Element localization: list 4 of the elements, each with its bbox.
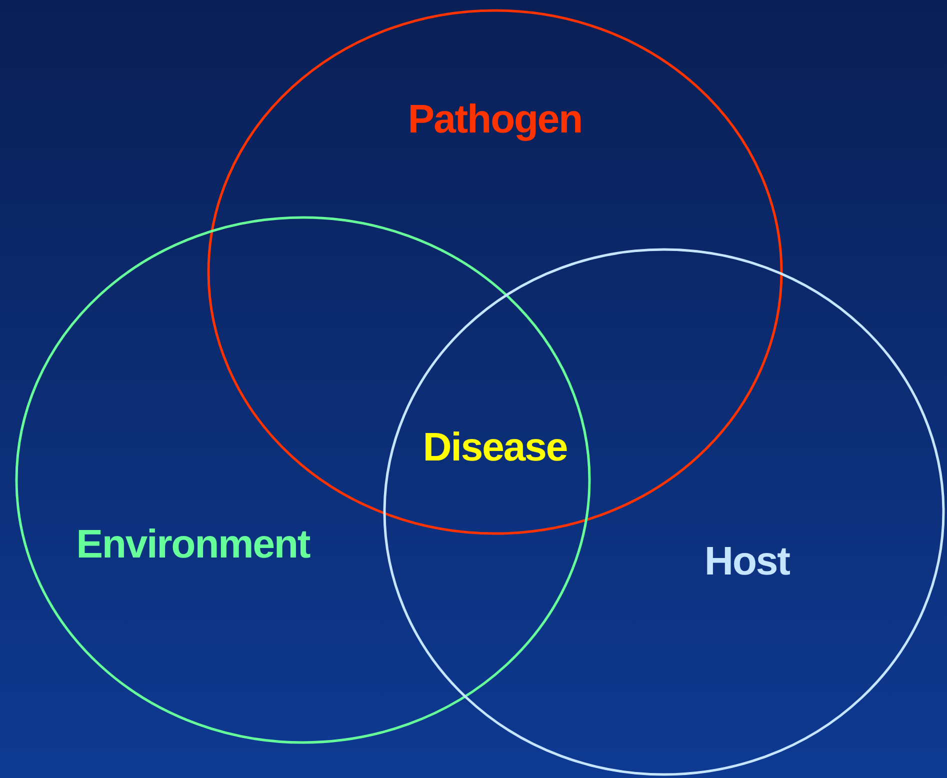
set-label: Environment — [76, 522, 310, 568]
set-label: Pathogen — [408, 98, 582, 142]
set-label: Host — [704, 540, 790, 584]
intersection-label: Disease — [422, 426, 568, 470]
